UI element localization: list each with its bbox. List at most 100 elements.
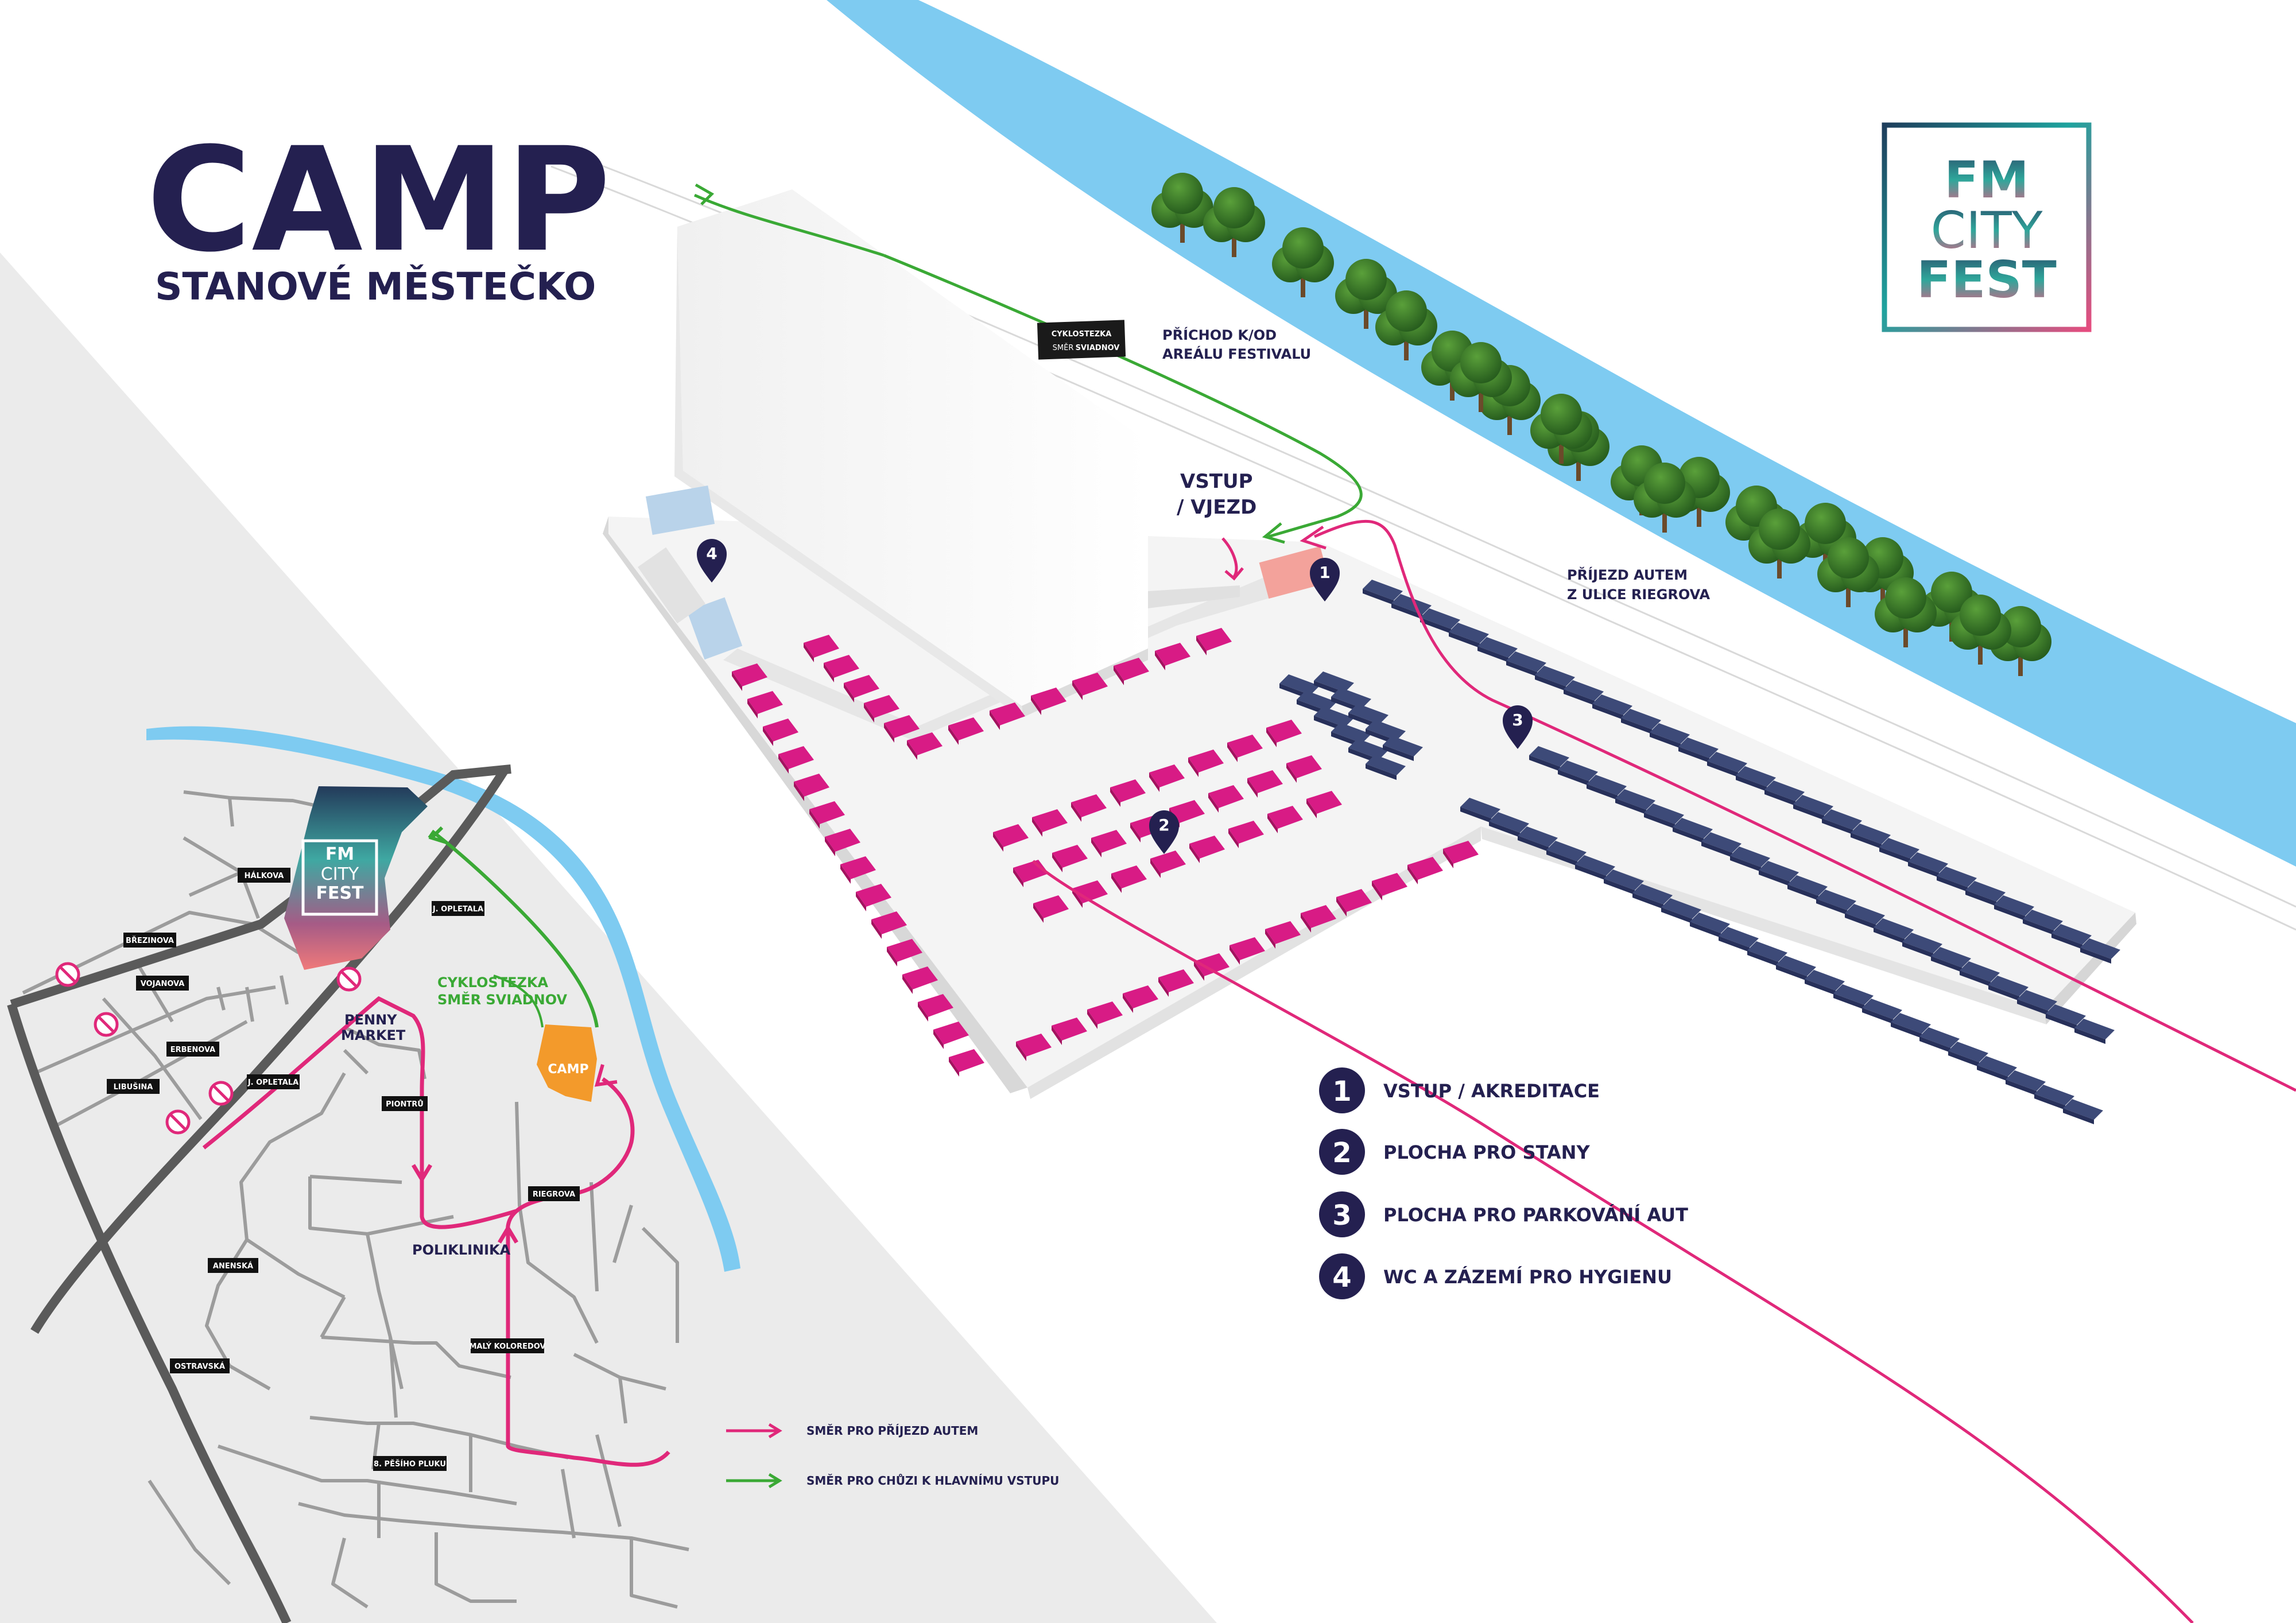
tree-icon xyxy=(1989,606,2051,676)
tree-icon xyxy=(1203,187,1265,257)
car-icon xyxy=(1937,867,1977,892)
svg-text:HÁLKOVA: HÁLKOVA xyxy=(245,871,284,880)
car-icon xyxy=(1805,970,1845,995)
tent-icon xyxy=(1227,735,1263,762)
car-icon xyxy=(1851,824,1891,849)
map-camp-label: CAMP xyxy=(548,1062,588,1077)
marker-3-number: 3 xyxy=(1512,710,1523,729)
tent-icon xyxy=(993,824,1029,852)
svg-text:LIBUŠINA: LIBUŠINA xyxy=(114,1082,153,1092)
tree-icon xyxy=(1748,508,1810,578)
no-entry-icon xyxy=(336,966,362,992)
tree-icon xyxy=(1949,595,2011,665)
svg-text:OSTRAVSKÁ: OSTRAVSKÁ xyxy=(174,1362,225,1371)
svg-text:J. OPLETALA: J. OPLETALA xyxy=(432,905,483,914)
walk-route-top xyxy=(693,193,885,257)
tent-icon xyxy=(1158,969,1194,997)
car-icon xyxy=(1644,803,1684,829)
car-icon xyxy=(1363,580,1403,605)
svg-text:PIONTRŮ: PIONTRŮ xyxy=(386,1100,424,1109)
map-cycle-label-line1: CYKLOSTEZKA xyxy=(437,974,548,991)
tent-icon xyxy=(1372,873,1407,900)
car-label-line2: Z ULICE RIEGROVA xyxy=(1567,587,1711,603)
tent-icon xyxy=(1052,845,1088,872)
car-icon xyxy=(1759,861,1799,886)
legend-label-2: PLOCHA PRO STANY xyxy=(1383,1141,1590,1163)
tent-icon xyxy=(1123,985,1158,1013)
tree-row xyxy=(1151,173,2051,676)
tent-icon xyxy=(902,966,938,994)
map-car-arrow-3-icon xyxy=(594,1064,618,1087)
tent-icon xyxy=(1114,658,1149,685)
car-icon xyxy=(1366,755,1406,780)
tent-icon xyxy=(1111,865,1147,893)
entry-arrow-icon xyxy=(1221,537,1244,581)
accreditation-box xyxy=(1259,546,1330,599)
map-legend-walk-label: SMĚR PRO CHŮZI K HLAVNÍMU VSTUPU xyxy=(806,1474,1059,1488)
tent-icon xyxy=(884,715,920,743)
car-icon xyxy=(1661,898,1701,923)
car-icon xyxy=(1862,999,1902,1024)
tent-icon xyxy=(825,829,860,856)
map-poliklinika-label: POLIKLINIKA xyxy=(412,1242,511,1258)
map-legend-walk: SMĚR PRO CHŮZI K HLAVNÍMU VSTUPU xyxy=(726,1473,1059,1489)
car-icon xyxy=(1776,956,1816,981)
tent-icon xyxy=(1052,1018,1087,1045)
walk-arrow-entry-icon xyxy=(1262,522,1285,544)
car-icon xyxy=(1518,826,1558,852)
car-icon xyxy=(1736,766,1776,791)
tree-icon xyxy=(1335,259,1397,329)
car-icon xyxy=(1391,594,1432,619)
city-map: FM CITY FEST CAMP HÁLKOVA J. OPLETALA BŘ… xyxy=(7,726,1059,1623)
logo-line-city: CITY xyxy=(1931,201,2043,260)
car-arrow-icon xyxy=(1300,525,1327,550)
car-icon xyxy=(1977,1056,2017,1081)
street-tag-opletala-top: J. OPLETALA xyxy=(432,901,484,916)
legend-number-2: 2 xyxy=(1332,1137,1351,1169)
tent-icon xyxy=(1196,628,1232,655)
map-logo-city: CITY xyxy=(321,864,359,884)
car-icon xyxy=(2051,924,2092,949)
walk-arrow-top-icon xyxy=(695,183,715,205)
car-icon xyxy=(1965,881,2006,906)
car-icon xyxy=(1891,1013,1931,1038)
tent-icon xyxy=(732,663,767,691)
tent-icon xyxy=(1194,953,1230,981)
street-tag-piontru: PIONTRŮ xyxy=(382,1096,428,1111)
car-icon xyxy=(1919,1027,1960,1053)
svg-text:RIEGROVA: RIEGROVA xyxy=(533,1190,575,1199)
entry-label-line1: VSTUP xyxy=(1180,470,1253,493)
tent-icon xyxy=(794,774,829,801)
tent-icon xyxy=(1087,1001,1123,1029)
camp-location xyxy=(537,1024,597,1102)
legend-number-4: 4 xyxy=(1332,1261,1351,1294)
tent-icon xyxy=(809,801,845,829)
car-icon xyxy=(1902,933,1942,958)
car-icon xyxy=(1615,789,1655,814)
page-subtitle: STANOVÉ MĚSTEČKO xyxy=(155,264,596,309)
tent-icon xyxy=(1072,673,1108,700)
cycle-tag-sviadnov: SVIADNOV xyxy=(1076,344,1120,352)
street-tag-erbenova: ERBENOVA xyxy=(166,1042,219,1057)
svg-text:VOJANOVA: VOJANOVA xyxy=(141,980,185,988)
fm-city-fest-logo: FM CITY FEST xyxy=(1882,122,2092,332)
car-icon xyxy=(1816,890,1856,915)
map-legend-car: SMĚR PRO PŘÍJEZD AUTEM xyxy=(726,1423,978,1439)
tent-icon xyxy=(1407,857,1443,884)
car-icon xyxy=(1747,941,1787,966)
tent-icon xyxy=(990,702,1025,730)
tent-icon xyxy=(933,1022,969,1049)
street-tag-anenska: ANENSKÁ xyxy=(208,1258,258,1273)
car-icon xyxy=(2017,990,2057,1015)
marker-3: 3 xyxy=(1503,705,1533,749)
no-entry-icon xyxy=(94,1012,119,1037)
car-icon xyxy=(1678,737,1719,763)
hygiene-container xyxy=(645,485,715,535)
tent-icon xyxy=(1033,895,1069,923)
tent-icon xyxy=(949,1049,984,1077)
tent-icon xyxy=(1336,889,1372,917)
tree-icon xyxy=(1530,394,1592,464)
tent-icon xyxy=(871,911,907,939)
car-icon xyxy=(1960,961,2000,987)
car-icon xyxy=(1787,875,1828,900)
